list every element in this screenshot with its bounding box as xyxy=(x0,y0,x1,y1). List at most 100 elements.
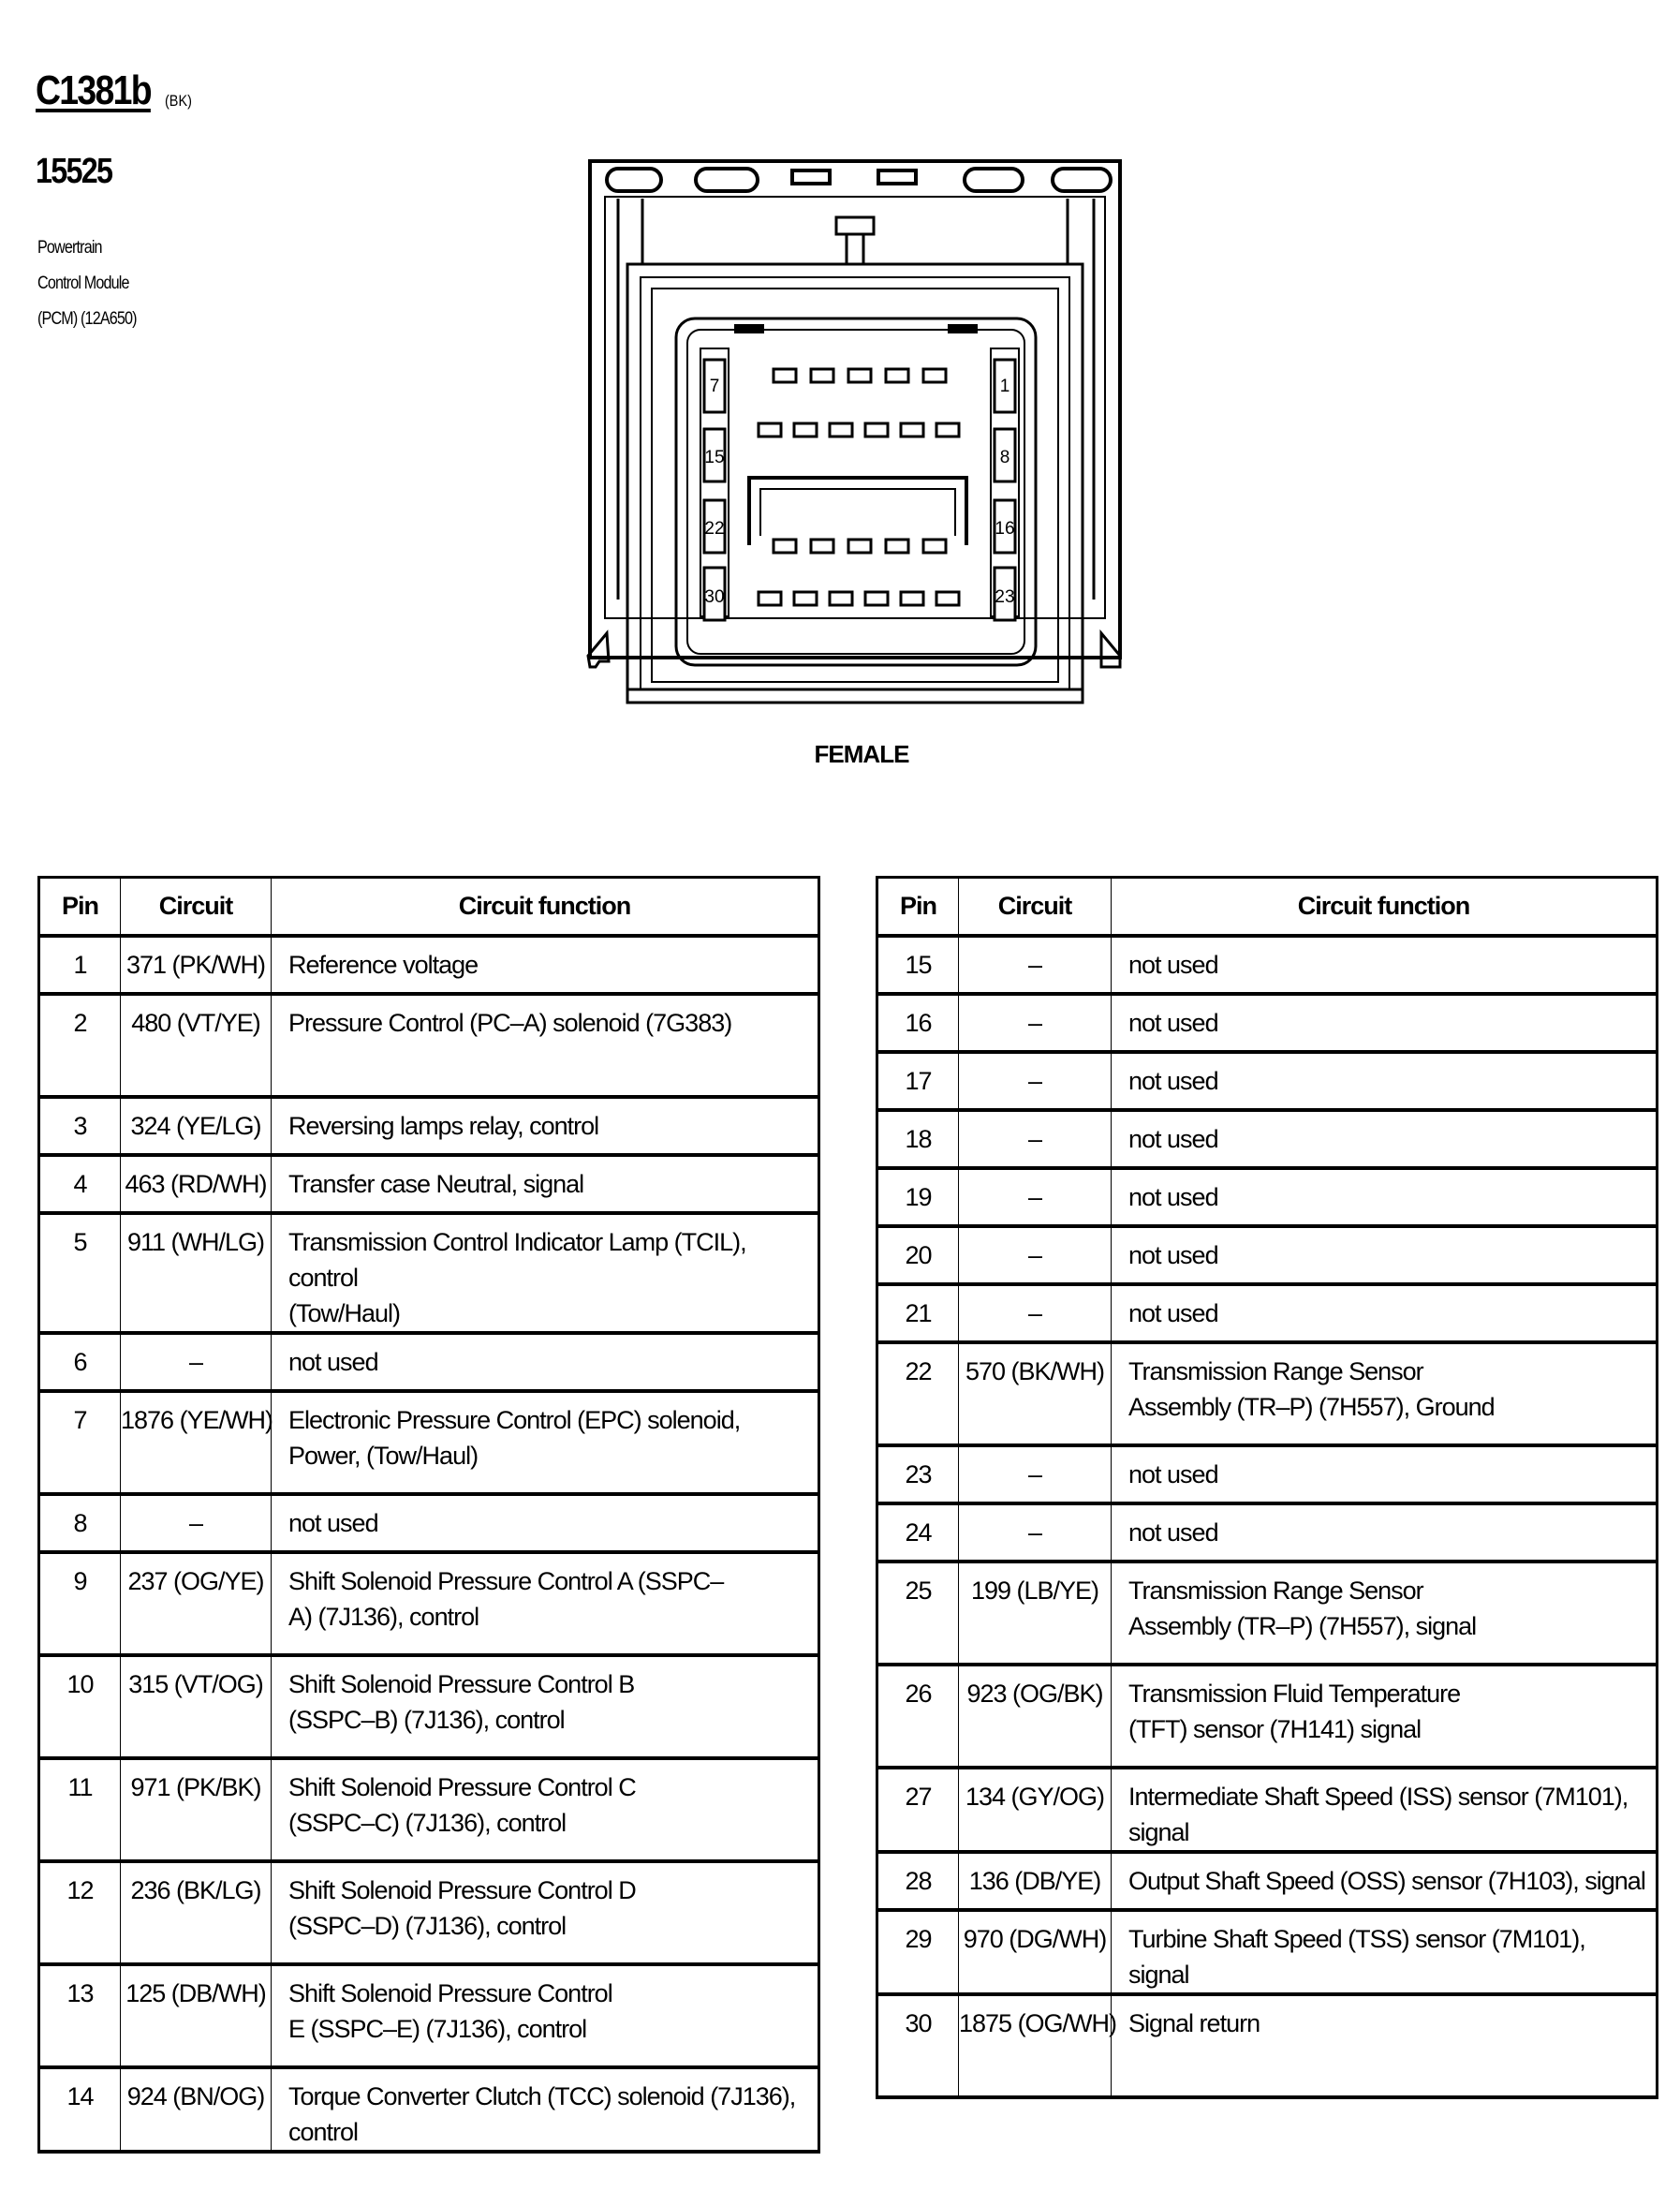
table-row: 6–not used xyxy=(38,1332,819,1393)
circuit-id: 1875 (OG/WH) xyxy=(958,1993,1117,2099)
circuit-function-line: Shift Solenoid Pressure Control A (SSPC– xyxy=(288,1566,724,1595)
pin-number: 5 xyxy=(38,1212,121,1335)
connector-diagram: 7 15 22 30 1 8 16 23 xyxy=(586,159,1122,704)
cavity-label: 16 xyxy=(995,519,1014,539)
pin-number: 18 xyxy=(877,1109,959,1170)
circuit-function: not used xyxy=(271,1332,819,1393)
circuit-function-line: not used xyxy=(1128,1298,1219,1327)
circuit-function-line: not used xyxy=(288,1508,379,1537)
latch-slot xyxy=(694,167,759,193)
circuit-function-line: Intermediate Shaft Speed (ISS) sensor (7… xyxy=(1128,1782,1628,1846)
table-row: 16–not used xyxy=(877,993,1658,1054)
circuit-id: – xyxy=(958,1283,1112,1344)
circuit-function: not used xyxy=(1111,1109,1658,1170)
housing-inner-frame xyxy=(604,196,1106,619)
connector-gender: FEMALE xyxy=(814,740,910,768)
pin-number: 17 xyxy=(877,1051,959,1112)
circuit-id: 134 (GY/OG) xyxy=(958,1767,1112,1854)
latch-slot xyxy=(877,169,918,185)
connector-housing xyxy=(588,159,1122,659)
circuit-function-line: Transmission Control Indicator Lamp (TCI… xyxy=(288,1227,747,1292)
table-row: 24–not used xyxy=(877,1503,1658,1563)
circuit-id: 911 (WH/LG) xyxy=(120,1212,272,1335)
circuit-function: Electronic Pressure Control (EPC) soleno… xyxy=(271,1390,819,1496)
pin-number: 6 xyxy=(38,1332,121,1393)
pin-number: 9 xyxy=(38,1551,121,1657)
circuit-id: 480 (VT/YE) xyxy=(120,993,272,1099)
circuit-id: 1876 (YE/WH) xyxy=(120,1390,273,1496)
circuit-function-line: not used xyxy=(1128,1459,1219,1488)
circuit-function-line: Transfer case Neutral, signal xyxy=(288,1169,584,1198)
circuit-function-line: (SSPC–D) (7J136), control xyxy=(288,1911,567,1940)
pin-table-right: Pin Circuit Circuit function 15–not used… xyxy=(876,876,1658,2099)
circuit-function-line: (SSPC–B) (7J136), control xyxy=(288,1705,566,1734)
circuit-function-line: Reference voltage xyxy=(288,950,479,979)
circuit-id: – xyxy=(958,993,1112,1054)
circuit-id: – xyxy=(120,1332,272,1393)
circuit-id: 324 (YE/LG) xyxy=(120,1096,272,1157)
pin-number: 2 xyxy=(38,993,121,1099)
connector-foot xyxy=(1099,629,1122,669)
circuit-function-line: E (SSPC–E) (7J136), control xyxy=(288,2014,587,2043)
circuit-id: 570 (BK/WH) xyxy=(958,1341,1112,1447)
circuit-function-line: not used xyxy=(1128,1066,1219,1095)
pin-number: 22 xyxy=(877,1341,959,1447)
circuit-function: Shift Solenoid Pressure Control B(SSPC–B… xyxy=(271,1654,819,1760)
circuit-function-line: Shift Solenoid Pressure Control xyxy=(288,1978,613,2007)
circuit-function-line: (SSPC–C) (7J136), control xyxy=(288,1808,567,1837)
center-key xyxy=(834,215,876,236)
circuit-function-line: not used xyxy=(288,1347,379,1376)
pin-number: 30 xyxy=(877,1993,959,2099)
header-function: Circuit function xyxy=(1111,877,1658,938)
pin-number: 8 xyxy=(38,1493,121,1554)
circuit-function-line: not used xyxy=(1128,1517,1219,1547)
module-description: Powertrain Control Module (PCM) (12A650) xyxy=(37,230,138,337)
circuit-id: 125 (DB/WH) xyxy=(120,1963,272,2069)
circuit-id: 237 (OG/YE) xyxy=(120,1551,272,1657)
table-row: 17–not used xyxy=(877,1051,1658,1112)
table-row: 15–not used xyxy=(877,935,1658,996)
part-number: 15525 xyxy=(36,152,113,191)
circuit-id: – xyxy=(958,1503,1112,1563)
circuit-function: Signal return xyxy=(1111,1993,1658,2099)
circuit-function-line: Transmission Range Sensor xyxy=(1128,1576,1424,1605)
circuit-function: not used xyxy=(1111,935,1658,996)
pin-number: 29 xyxy=(877,1909,959,1996)
circuit-function-line: Assembly (TR–P) (7H557), signal xyxy=(1128,1611,1477,1640)
module-description-line: Control Module xyxy=(37,274,129,293)
circuit-function: Transmission Fluid Temperature(TFT) sens… xyxy=(1111,1664,1658,1769)
connector-color: (BK) xyxy=(165,92,192,110)
circuit-id: 970 (DG/WH) xyxy=(958,1909,1112,1996)
circuit-function-line: Assembly (TR–P) (7H557), Ground xyxy=(1128,1392,1496,1421)
circuit-function: not used xyxy=(1111,1167,1658,1228)
cavity-label: 8 xyxy=(1000,448,1010,467)
connector-id: C1381b xyxy=(36,67,153,113)
pin-number: 4 xyxy=(38,1154,121,1215)
module-description-line: Powertrain xyxy=(37,238,103,258)
cavity-label: 7 xyxy=(710,377,720,396)
circuit-id: 463 (RD/WH) xyxy=(120,1154,272,1215)
connector-foot xyxy=(586,629,611,669)
pin-number: 14 xyxy=(38,2066,121,2154)
circuit-function: not used xyxy=(1111,1225,1658,1286)
table-row: 23–not used xyxy=(877,1444,1658,1505)
circuit-function: not used xyxy=(1111,1051,1658,1112)
circuit-function-line: Reversing lamps relay, control xyxy=(288,1111,599,1140)
latch-slot xyxy=(605,167,663,193)
cavity-label: 1 xyxy=(1000,377,1010,396)
circuit-function-line: (TFT) sensor (7H141) signal xyxy=(1128,1714,1422,1743)
